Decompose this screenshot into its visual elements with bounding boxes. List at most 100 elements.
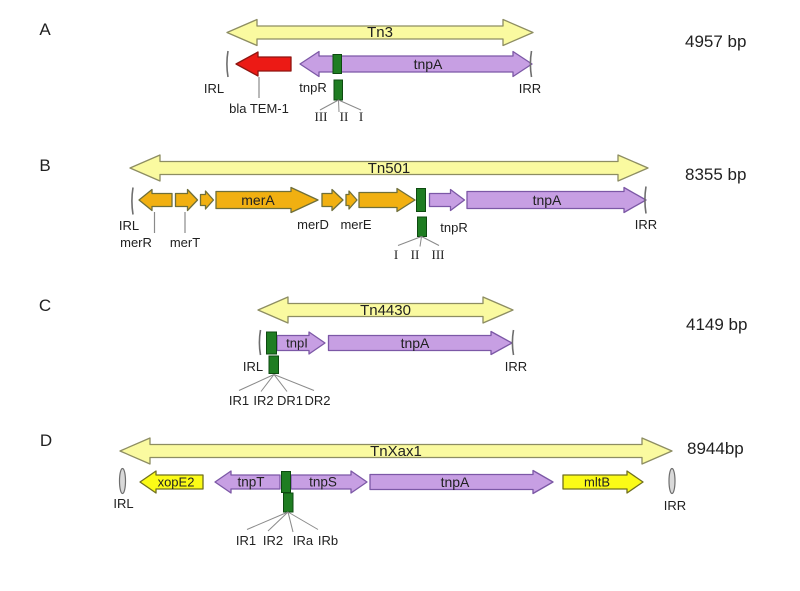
gene-tnpA-label: tnpA xyxy=(441,474,470,490)
gene-tnpS-label: tnpS xyxy=(309,475,337,490)
res-site-sub-bar xyxy=(333,79,343,101)
irr-tick xyxy=(668,467,676,495)
irl-tick xyxy=(258,329,262,356)
panel-letter-B: B xyxy=(39,156,50,175)
ir1-label: IR1 xyxy=(229,393,249,408)
irl-label: IRL xyxy=(119,218,139,233)
gene-xopE2-label: xopE2 xyxy=(158,475,195,490)
gene-mer-small xyxy=(199,190,215,210)
fan-line xyxy=(273,374,315,391)
gene-mltB xyxy=(562,470,644,494)
gene-merA xyxy=(215,186,319,214)
gene-tnpA-label: tnpA xyxy=(414,56,443,72)
res-site-II-label: II xyxy=(340,109,349,124)
irr-label: IRR xyxy=(635,217,657,232)
res-site-inline-bar xyxy=(266,331,277,355)
span-arrow-Tn501 xyxy=(129,154,649,182)
gene-merA-label: merA xyxy=(241,192,275,208)
gene-tnpA-label: tnpA xyxy=(401,335,430,351)
irr-tick xyxy=(529,50,533,78)
fan-line xyxy=(246,511,289,530)
tnpR-label: tnpR xyxy=(299,80,326,95)
fan-line xyxy=(319,99,339,111)
fan-line xyxy=(421,236,440,246)
size-label-C: 4149 bp xyxy=(686,315,747,334)
bla-tem1-label: bla TEM-1 xyxy=(229,101,289,116)
res-site-III-label: III xyxy=(432,247,445,262)
res-site-sub-bar xyxy=(283,492,294,513)
panel-letter-C: C xyxy=(39,296,51,315)
span-label-Tn4430: Tn4430 xyxy=(360,302,411,319)
fan-line xyxy=(287,511,294,533)
res-site-I-label: I xyxy=(359,109,363,124)
fan-line xyxy=(260,374,275,392)
gene-xopE2 xyxy=(139,470,204,494)
panel-letter-D: D xyxy=(40,431,52,450)
fan-line xyxy=(397,236,422,246)
irl-label: IRL xyxy=(113,496,133,511)
res-site-sub-bar xyxy=(268,355,279,374)
irr-label: IRR xyxy=(505,359,527,374)
gene-tnpA xyxy=(466,186,647,214)
irr-tick xyxy=(644,186,647,214)
span-arrow-TnXax1 xyxy=(119,437,673,465)
gene-tnpA xyxy=(369,469,554,495)
ir2-label: IR2 xyxy=(263,533,283,548)
irl-label: IRL xyxy=(243,359,263,374)
res-site-inline-bar xyxy=(416,188,426,212)
irr-label: IRR xyxy=(519,81,541,96)
panel-letter-A: A xyxy=(39,20,51,39)
merR-label: merR xyxy=(120,235,152,250)
irr-label: IRR xyxy=(664,498,686,513)
ir2-label: IR2 xyxy=(253,393,273,408)
gene-tnpA xyxy=(327,330,513,356)
span-label-Tn3: Tn3 xyxy=(367,24,393,41)
dr2-label: DR2 xyxy=(304,393,330,408)
fan-line xyxy=(273,374,288,392)
res-site-I-label: I xyxy=(394,247,398,262)
ir1-label: IR1 xyxy=(236,533,256,548)
res-site-II-label: II xyxy=(411,247,420,262)
res-site-inline-bar xyxy=(332,54,342,74)
gene-merD xyxy=(321,188,344,212)
merD-label: merD xyxy=(297,217,329,232)
gene-tnpA xyxy=(299,50,533,78)
gene-tnpT-label: tnpT xyxy=(237,475,264,490)
merT-label: merT xyxy=(170,235,200,250)
irl-tick xyxy=(226,50,229,78)
irr-tick xyxy=(511,329,515,356)
irl-tick xyxy=(131,187,134,215)
span-arrow-Tn4430 xyxy=(257,296,514,324)
irb-label: IRb xyxy=(318,533,338,548)
tnpR-label: tnpR xyxy=(440,220,467,235)
res-site-III-label: III xyxy=(315,109,328,124)
gene-tnpS xyxy=(290,470,368,494)
irl-tick xyxy=(118,467,127,495)
span-arrow-Tn3 xyxy=(226,18,534,47)
ira-label: IRa xyxy=(293,533,314,548)
span-label-Tn501: Tn501 xyxy=(368,160,411,177)
dr1-label: DR1 xyxy=(277,393,303,408)
size-label-D: 8944bp xyxy=(687,439,744,458)
gene-merR xyxy=(138,188,173,212)
fan-line xyxy=(238,374,275,391)
gene-tnpT xyxy=(214,470,281,494)
span-label-TnXax1: TnXax1 xyxy=(370,443,422,460)
gene-tnpI-label: tnpI xyxy=(286,336,308,351)
fan-line xyxy=(338,99,362,111)
gene-tnpI xyxy=(276,331,326,355)
size-label-B: 8355 bp xyxy=(685,165,746,184)
fan-line xyxy=(267,511,289,532)
merE-label: merE xyxy=(340,217,371,232)
size-label-A: 4957 bp xyxy=(685,32,746,51)
fan-line xyxy=(287,511,319,530)
fan-line xyxy=(338,99,340,113)
gene-merT xyxy=(174,188,199,212)
irl-label: IRL xyxy=(204,81,224,96)
